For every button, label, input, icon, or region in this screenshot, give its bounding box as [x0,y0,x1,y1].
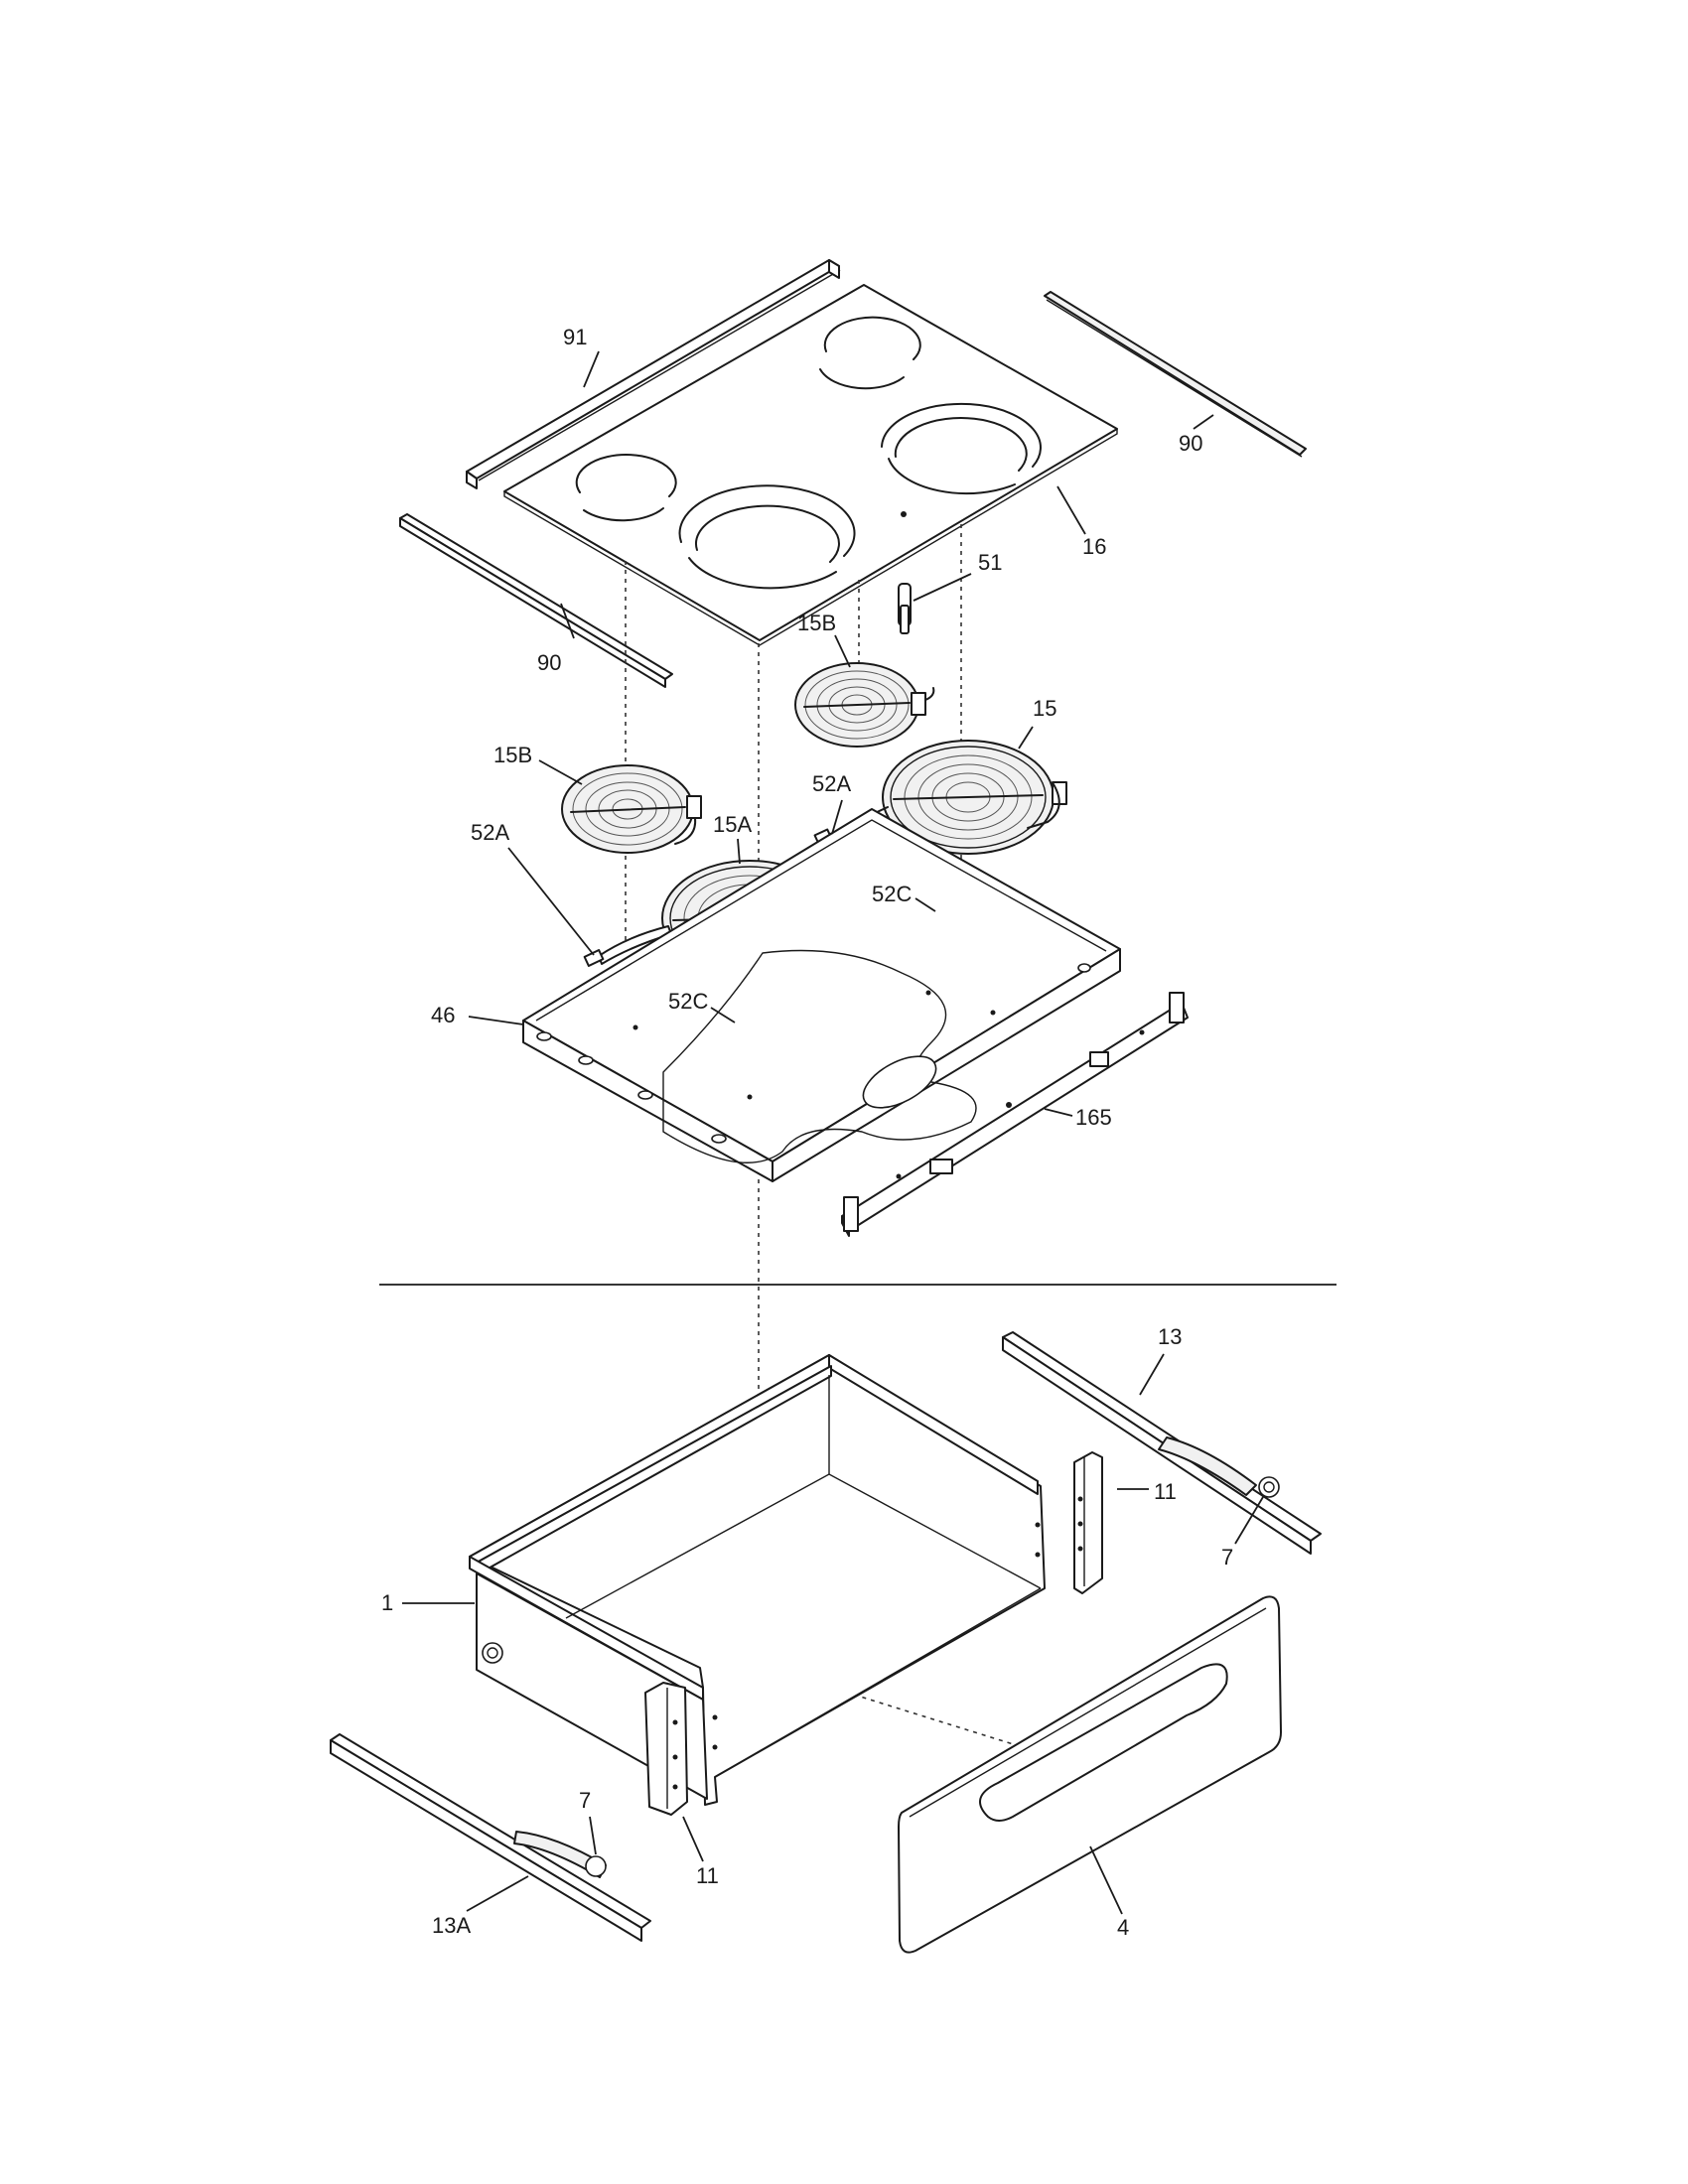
label-11-left: 11 [696,1863,719,1888]
label-7-right: 7 [1221,1545,1233,1570]
label-52A-left: 52A [471,820,509,845]
burner-ring-back-small [819,316,921,390]
label-13A: 13A [432,1913,471,1938]
bracket-11-left [644,1682,688,1816]
label-15A: 15A [713,812,752,837]
label-91: 91 [563,325,587,349]
label-4: 4 [1117,1915,1129,1940]
label-90-left: 90 [537,650,561,675]
drawer-front-4 [898,1595,1282,1954]
label-7-left: 7 [579,1788,591,1813]
label-15: 15 [1033,696,1056,721]
label-52C-left: 52C [668,989,708,1014]
trim-90-left [399,513,673,688]
label-15B-top: 15B [797,611,836,635]
panel-165 [841,992,1189,1237]
burner-ring-front-large [678,484,856,590]
label-90-right: 90 [1179,431,1202,456]
label-11-right: 11 [1154,1479,1177,1504]
rail-13A [330,1733,651,1942]
burner-ring-back-large [881,402,1042,495]
drawer-box-1 [469,1354,1046,1806]
cooktop-glass-16 [503,284,1118,646]
rail-13 [1002,1331,1322,1555]
label-16: 16 [1082,534,1106,559]
label-52A-right: 52A [812,771,851,796]
sensor-51 [898,583,912,634]
label-52C-right: 52C [872,882,912,906]
element-15 [882,740,1067,855]
trim-90-right [1044,291,1307,458]
label-46: 46 [431,1003,455,1027]
label-51: 51 [978,550,1002,575]
label-13: 13 [1158,1324,1182,1349]
label-1: 1 [381,1590,393,1615]
label-15B-left: 15B [493,743,532,767]
burner-box-46 [522,808,1121,1182]
element-15B-left [561,764,702,854]
label-165: 165 [1075,1105,1112,1130]
burner-ring-front-small [575,454,677,522]
bracket-11-right [1073,1451,1103,1594]
trim-91 [466,259,841,489]
element-15B-top [794,662,935,748]
